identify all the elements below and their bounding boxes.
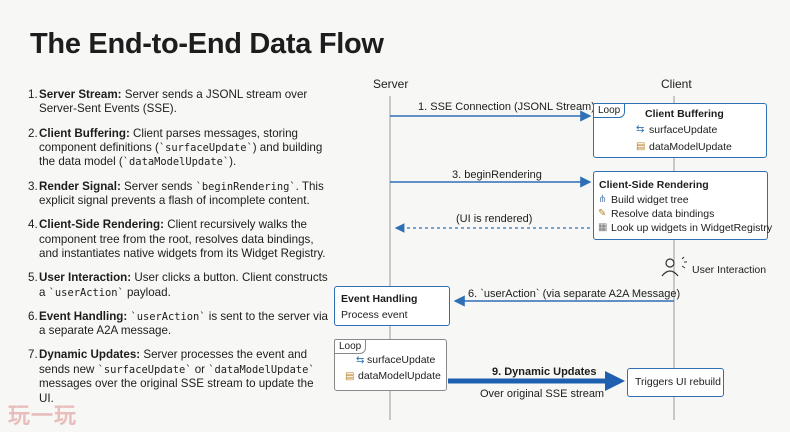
step-body: Server sends	[120, 179, 196, 193]
step-item: 2.Client Buffering: Client parses messag…	[28, 127, 328, 170]
server-loop-box: Loop ⇆ surfaceUpdate ▤ dataModelUpdate	[334, 339, 447, 391]
step-text: Render Signal: Server sends `beginRender…	[39, 180, 328, 209]
step-body: Server sends a JSONL stream over Server-…	[39, 88, 308, 116]
step-number: 4.	[28, 218, 38, 232]
binding-icon: ✎	[598, 208, 607, 219]
step-code: `dataModelUpdate`	[208, 363, 315, 376]
step-body: or	[191, 362, 209, 376]
step-code: `surfaceUpdate`	[97, 363, 192, 376]
step-body: . This explicit signal prevents a flash …	[39, 179, 324, 208]
click-icon	[681, 256, 687, 269]
step-number: 7.	[28, 348, 38, 362]
step-heading: Render Signal:	[39, 179, 121, 193]
client-rendering-title: Client-Side Rendering	[599, 179, 709, 191]
msg-user-action: 6. `userAction` (via separate A2A Messag…	[468, 288, 681, 300]
msg-begin-rendering: 3. beginRendering	[452, 169, 542, 181]
event-process: Process event	[341, 309, 408, 321]
step-body: ).	[229, 155, 237, 169]
client-label: Client	[661, 77, 692, 91]
buffer-data-model-update: dataModelUpdate	[649, 141, 732, 153]
database-icon: ▤	[636, 141, 646, 152]
render-build-tree: Build widget tree	[611, 194, 689, 206]
step-item: 3.Render Signal: Server sends `beginRend…	[28, 180, 328, 209]
sync-icon: ⇆	[636, 124, 645, 135]
step-number: 1.	[28, 88, 38, 101]
msg-ui-rendered: (UI is rendered)	[456, 213, 533, 225]
watermark-logo: 玩一玩	[8, 403, 78, 428]
step-code: `dataModelUpdate`	[122, 156, 230, 169]
loop-tag: Loop	[593, 103, 626, 118]
event-handling-title: Event Handling	[341, 293, 418, 305]
triggers-rebuild-box: Triggers UI rebuild	[627, 368, 724, 397]
step-body: ) and building the data model (	[39, 141, 323, 169]
step-code: `surfaceUpdate`	[158, 142, 253, 155]
triggers-rebuild-label: Triggers UI rebuild	[635, 376, 721, 388]
step-body: messages over the original SSE stream to…	[39, 377, 314, 405]
buffer-surface-update: surfaceUpdate	[649, 124, 718, 136]
step-code: `userAction`	[48, 286, 124, 299]
step-number: 2.	[28, 126, 38, 140]
step-number: 6.	[28, 309, 38, 323]
msg-dynamic-updates-sub: Over original SSE stream	[480, 388, 605, 400]
client-buffering-title: Client Buffering	[645, 108, 724, 120]
steps-list: 1.Server Stream: Server sends a JSONL st…	[28, 88, 328, 416]
client-rendering-box: Client-Side Rendering ⋔ Build widget tre…	[593, 171, 772, 240]
step-heading: Server Stream:	[39, 88, 122, 101]
msg-dynamic-updates: 9. Dynamic Updates	[492, 366, 597, 378]
server-surface-update: surfaceUpdate	[367, 354, 436, 366]
step-item: 4.Client-Side Rendering: Client recursiv…	[28, 218, 328, 261]
step-item: 7.Dynamic Updates: Server processes the …	[28, 348, 328, 406]
step-body: Client recursively walks the component t…	[39, 218, 326, 261]
user-interaction-label: User Interaction	[692, 264, 767, 276]
server-database-icon: ▤	[345, 371, 355, 382]
step-code: `userAction`	[130, 310, 206, 323]
step-item: 1.Server Stream: Server sends a JSONL st…	[28, 88, 328, 117]
tree-icon: ⋔	[598, 194, 607, 205]
user-icon-body	[661, 270, 679, 277]
step-heading: Client-Side Rendering:	[39, 218, 164, 232]
step-text: Event Handling: `userAction` is sent to …	[39, 310, 328, 339]
server-label: Server	[373, 77, 409, 91]
page-title: The End-to-End Data Flow	[30, 28, 384, 60]
render-resolve-bindings: Resolve data bindings	[611, 208, 715, 220]
server-data-model-update: dataModelUpdate	[358, 370, 441, 382]
step-heading: Dynamic Updates:	[39, 348, 141, 362]
step-text: Client Buffering: Client parses messages…	[39, 127, 328, 170]
step-body: User clicks a button. Client constructs …	[39, 271, 328, 299]
render-lookup-widgets: Look up widgets in WidgetRegistry	[611, 222, 773, 234]
step-heading: User Interaction:	[39, 271, 132, 285]
step-heading: Event Handling:	[39, 309, 128, 323]
step-text: Dynamic Updates: Server processes the ev…	[39, 348, 328, 406]
msg-sse-connection: 1. SSE Connection (JSONL Stream)	[418, 101, 595, 113]
event-handling-box: Event Handling Process event	[334, 286, 450, 326]
step-body: payload.	[123, 285, 171, 299]
step-text: Server Stream: Server sends a JSONL stre…	[39, 88, 328, 117]
step-number: 5.	[28, 271, 38, 285]
step-body: is sent to the server via a separate A2A…	[39, 309, 328, 338]
server-sync-icon: ⇆	[356, 355, 365, 366]
step-body: Server processes the event and sends new	[39, 348, 308, 376]
step-text: User Interaction: User clicks a button. …	[39, 271, 328, 300]
step-text: Client-Side Rendering: Client recursivel…	[39, 218, 328, 261]
step-heading: Client Buffering:	[39, 126, 130, 140]
user-icon-head	[665, 258, 675, 268]
server-loop-tag: Loop	[334, 339, 367, 354]
client-buffering-box: Loop Client Buffering ⇆ surfaceUpdate ▤ …	[593, 103, 767, 158]
registry-icon: ▦	[598, 222, 608, 233]
step-number: 3.	[28, 179, 38, 193]
step-item: 6.Event Handling: `userAction` is sent t…	[28, 310, 328, 339]
step-item: 5.User Interaction: User clicks a button…	[28, 271, 328, 300]
step-body: Client parses messages, storing componen…	[39, 126, 298, 155]
step-code: `beginRendering`	[195, 180, 296, 193]
